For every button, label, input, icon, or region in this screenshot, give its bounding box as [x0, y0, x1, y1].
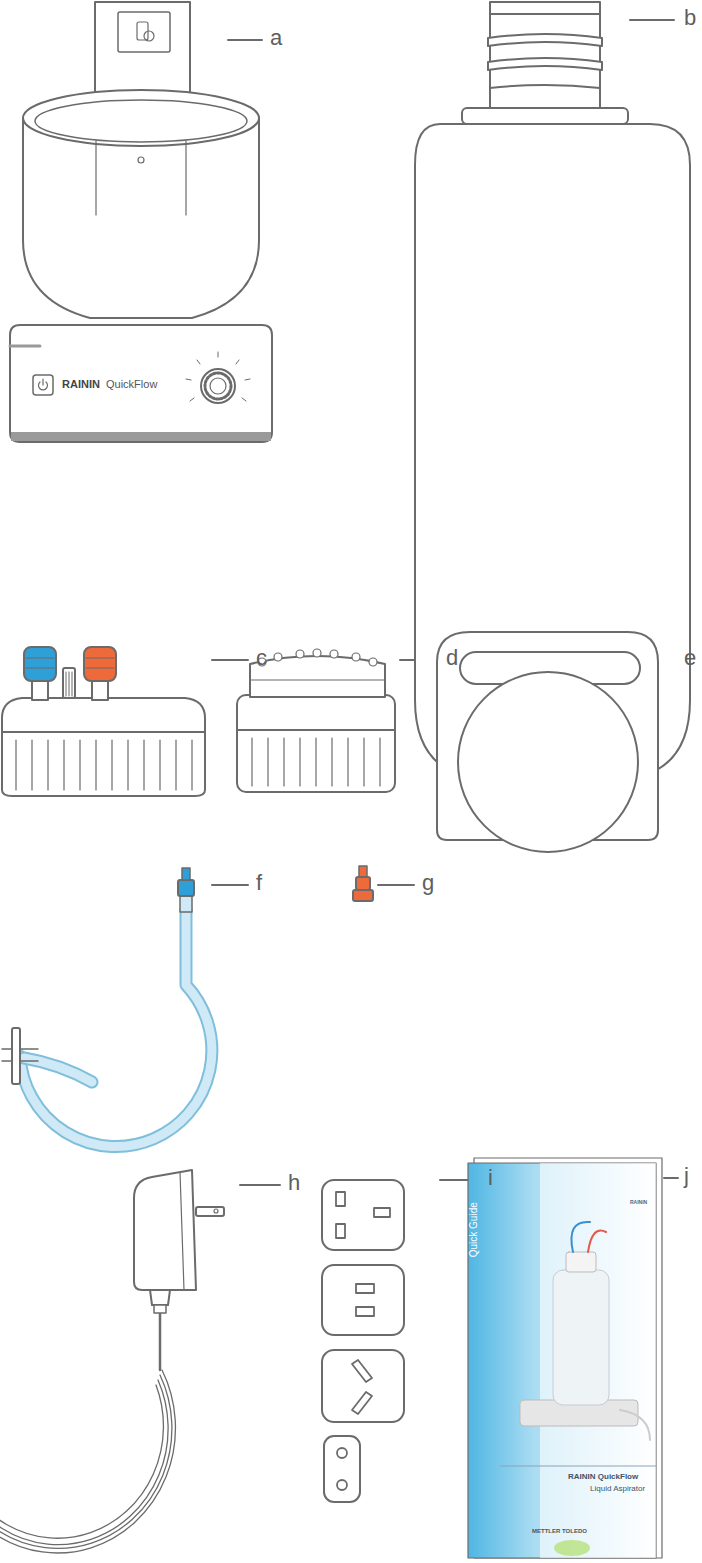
callout-letter: g — [422, 870, 434, 895]
callout-letter: j — [684, 1163, 689, 1188]
aspirator-base — [10, 2, 272, 442]
callout-letter: f — [256, 870, 262, 895]
plug-adapters — [322, 1180, 404, 1502]
holder-plate — [437, 632, 658, 852]
callout-letter: b — [684, 5, 696, 30]
brand-text: QuickFlow — [106, 378, 157, 391]
brand-text: RAININ — [62, 378, 100, 391]
callout-letter: d — [446, 645, 458, 670]
callout-letter: h — [288, 1170, 300, 1195]
cover-maker: METTLER TOLEDO — [532, 1528, 587, 1535]
tubing-filter — [2, 868, 212, 1147]
cover-subtitle: Liquid Aspirator — [590, 1484, 645, 1493]
cover-logo: RAININ — [630, 1200, 647, 1206]
cover-title: Quick Guide — [468, 1202, 480, 1257]
callout-letter: a — [270, 25, 282, 50]
quick-guide-booklet — [468, 1158, 662, 1558]
bottle-cap — [2, 647, 205, 796]
callout-letter: e — [684, 645, 696, 670]
orange-connector — [353, 866, 373, 901]
callout-letter: i — [488, 1165, 493, 1190]
power-adapter — [0, 1170, 224, 1553]
cover-product: RAININ QuickFlow — [568, 1472, 638, 1481]
mount-ring — [237, 649, 395, 792]
callout-letter: c — [256, 645, 267, 670]
